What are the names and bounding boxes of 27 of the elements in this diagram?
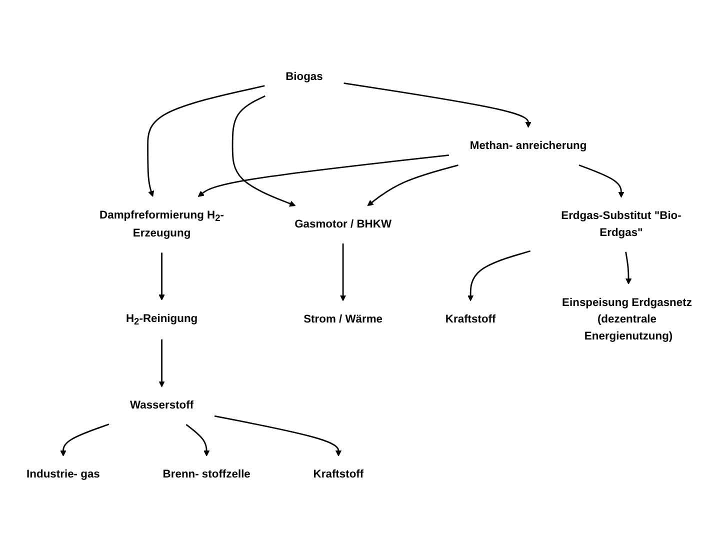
arrow bbox=[232, 95, 296, 207]
node-text: Erdgas-Substitut "Bio-Erdgas" bbox=[561, 210, 682, 239]
arrow bbox=[158, 252, 165, 300]
arrow bbox=[147, 85, 265, 197]
node-text: Kraftstoff bbox=[313, 468, 364, 481]
arrow bbox=[214, 415, 342, 456]
arrow bbox=[158, 339, 165, 388]
node-text: Gasmotor / BHKW bbox=[294, 218, 392, 230]
arrow bbox=[186, 424, 210, 456]
arrow bbox=[625, 252, 632, 284]
node-text: Kraftstoff bbox=[445, 313, 496, 326]
node-text: Industrie- gas bbox=[26, 468, 100, 481]
node-text: Strom / Wärme bbox=[304, 313, 383, 326]
arrow bbox=[367, 164, 458, 206]
node-text: H$_{2}$-Reinigung bbox=[126, 312, 198, 327]
node-text: Brenn- stoffzelle bbox=[162, 468, 250, 481]
arrow bbox=[198, 154, 449, 197]
node-text: Biogas bbox=[286, 70, 323, 83]
arrow bbox=[578, 164, 624, 198]
node-text: Methan- anreicherung bbox=[470, 140, 587, 152]
node-text: Dampfreformierung H$_{2}$-Erzeugung bbox=[100, 209, 224, 240]
arrow bbox=[60, 424, 110, 456]
arrow bbox=[344, 82, 532, 128]
arrow bbox=[340, 244, 346, 302]
node-text: Einspeisung Erdgasnetz (dezentrale Energienutzung) bbox=[562, 296, 692, 342]
node-text: Wasserstoff bbox=[130, 399, 194, 412]
arrow bbox=[468, 250, 531, 302]
